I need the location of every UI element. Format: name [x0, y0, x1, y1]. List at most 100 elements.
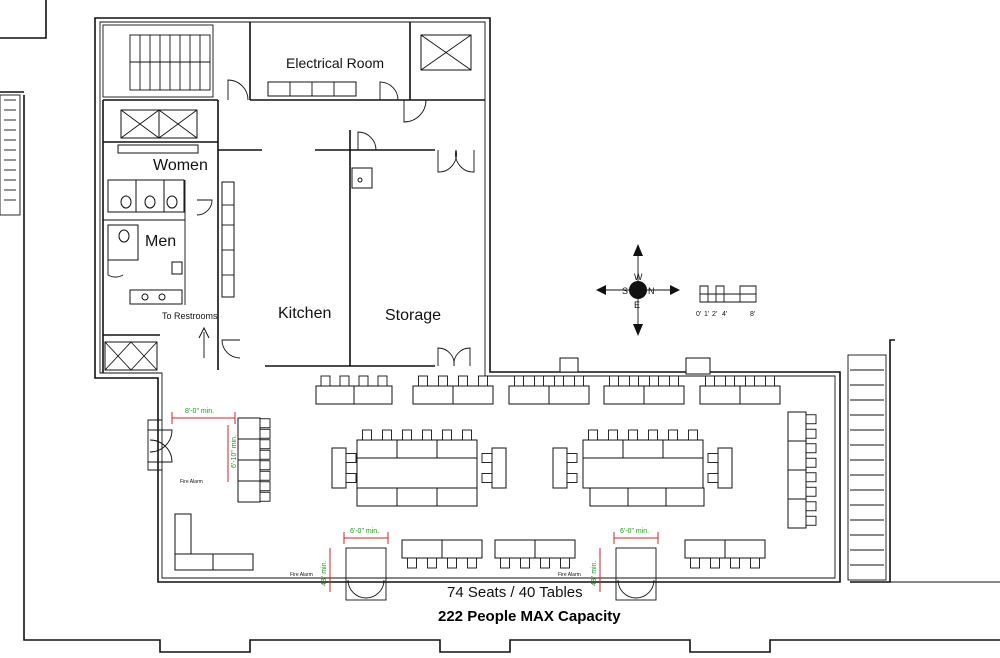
dimension-door1-width-label: 6'-0" min. [350, 528, 379, 535]
dining-table [356, 439, 398, 459]
dining-table [237, 459, 261, 482]
fire-alarm-label-1: Fire Alarm [180, 479, 203, 485]
dining-chair [438, 375, 448, 387]
sink [559, 357, 579, 373]
dining-chair [481, 453, 493, 463]
dining-chair [705, 375, 715, 387]
dining-chair [514, 375, 524, 387]
dining-chair [629, 375, 639, 387]
dining-chair [259, 460, 271, 471]
scale-bar: 0' 1' 2' 4' 8' [696, 285, 757, 318]
dining-table [622, 439, 664, 459]
dining-table [401, 539, 443, 559]
kitchen-label: Kitchen [278, 305, 331, 322]
dining-chair [725, 375, 735, 387]
dining-chair [588, 429, 598, 441]
dining-chair [402, 429, 412, 441]
stairwell-top [102, 24, 214, 98]
arrow-to-restrooms [198, 326, 210, 358]
dining-chair [462, 429, 472, 441]
dining-table [699, 385, 741, 405]
dining-chair [358, 375, 369, 387]
dining-table [739, 385, 781, 405]
men-restroom-label: Men [145, 233, 176, 250]
scale-tick-3: 4' [722, 311, 727, 318]
dining-table [396, 439, 438, 459]
dining-chair [805, 515, 817, 526]
electrical-room-label: Electrical Room [286, 55, 384, 71]
dining-chair [730, 557, 740, 569]
dining-chair [805, 501, 817, 512]
dining-chair [467, 557, 477, 569]
dining-chair [805, 443, 817, 454]
dining-chair [750, 557, 760, 569]
dining-chair [688, 429, 698, 441]
dining-chair [520, 557, 530, 569]
dining-chair [345, 453, 357, 463]
dining-table [787, 469, 807, 500]
dining-table [315, 385, 355, 405]
dining-chair [669, 375, 679, 387]
dining-chair [560, 557, 570, 569]
south-entrance-1 [345, 547, 387, 601]
dining-chair [422, 429, 432, 441]
dining-chair [478, 375, 488, 387]
scale-tick-2: 2' [712, 311, 717, 318]
dimension-west-height-label: 6'-10" min. [231, 435, 238, 468]
fire-alarm-label-2: Fire Alarm [290, 572, 313, 578]
dimension-door-1: 6'-0" min. 48" min. [321, 528, 389, 592]
dining-table [665, 487, 705, 507]
restroom-fixtures [107, 144, 199, 305]
dimension-door1-height-label: 48" min. [321, 561, 328, 586]
dining-table [436, 439, 478, 459]
dining-table [787, 498, 807, 529]
dining-furniture [174, 357, 817, 571]
dining-table [787, 440, 807, 471]
compass-e-label: E [634, 300, 640, 310]
dining-table [589, 487, 629, 507]
kitchen-equipment [221, 81, 373, 298]
dining-chair [377, 375, 388, 387]
dining-table [684, 539, 726, 559]
dining-chair [320, 375, 331, 387]
dining-chair [442, 429, 452, 441]
to-restrooms-label: To Restrooms [162, 311, 218, 321]
dining-chair [259, 470, 271, 481]
scale-tick-4: 8' [750, 311, 755, 318]
dining-chair [382, 429, 392, 441]
dining-chair [362, 429, 372, 441]
dimension-west-width-label: 8'-0" min. [185, 408, 214, 415]
dining-chair [649, 375, 659, 387]
stairs-left [0, 94, 21, 216]
dining-table [356, 457, 478, 489]
storage-label: Storage [385, 307, 441, 324]
elevator-top-left [120, 109, 198, 139]
compass-n-label: N [648, 286, 655, 296]
dining-chair [481, 473, 493, 483]
dining-table [441, 539, 483, 559]
dining-chair [339, 375, 350, 387]
seats-tables-summary: 74 Seats / 40 Tables [447, 584, 583, 601]
elevator-top-right [420, 34, 472, 71]
dining-chair [690, 557, 700, 569]
dining-chair [259, 449, 271, 460]
doors [107, 79, 475, 367]
dining-table [717, 447, 733, 489]
dimension-door2-width-label: 6'-0" min. [620, 528, 649, 535]
dining-chair [259, 418, 271, 429]
dining-table [396, 487, 438, 507]
dining-chair [668, 429, 678, 441]
dining-table [627, 487, 667, 507]
dining-chair [447, 557, 457, 569]
dining-table [548, 385, 590, 405]
dimension-door-2: 6'-0" min. 48" min. [591, 528, 659, 592]
counter [212, 553, 254, 571]
dining-table [582, 439, 624, 459]
dining-chair [710, 557, 720, 569]
dining-chair [540, 557, 550, 569]
dining-table [787, 411, 807, 442]
dining-table [491, 447, 507, 489]
dining-table [534, 539, 576, 559]
compass-w-label: W [634, 272, 643, 282]
